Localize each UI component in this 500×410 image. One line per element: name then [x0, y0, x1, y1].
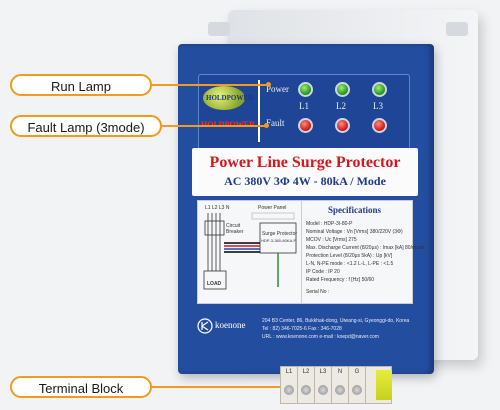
screw-icon [352, 385, 362, 395]
callout-run-lamp: Run Lamp [10, 74, 152, 96]
address-line: 204 B3 Center, 86, Bukkhak-dong, Uiwang-… [262, 318, 410, 324]
address-line: Tel : 82) 346-7025-6 Fax : 346-7028 [262, 326, 342, 332]
callout-leader [152, 84, 268, 86]
callout-leader [162, 125, 266, 127]
run-lamp-l1 [298, 82, 313, 97]
spec-row: L-N, N-PE mode : <1.2 L-L, L-PE : <1.5 [306, 261, 394, 267]
callout-fault-lamp: Fault Lamp (3mode) [10, 115, 162, 137]
terminal-cell: L1 [281, 367, 298, 403]
diagram-unit-sub: HDP-3-380-80KA-P [261, 238, 297, 243]
terminal-block: L1 L2 L3 N G [280, 366, 392, 404]
lamp-label-fault: Fault [266, 118, 285, 128]
terminal-label: N [337, 369, 343, 375]
spec-row: Serial No : [306, 289, 330, 295]
terminal-cell: G [349, 367, 366, 403]
logo-text-top: HOLDPOWER [206, 94, 254, 102]
diagram-breaker-label: Circuit Breaker [226, 223, 244, 235]
spec-row: Nominal Voltage : Vn [Vrms] 380/220V (3Φ… [306, 229, 403, 235]
spec-row: Model : HDP-3I-80-P [306, 221, 353, 227]
callout-leader-dot [264, 123, 269, 128]
terminal-cell: L3 [315, 367, 332, 403]
title-plate: Power Line Surge Protector AC 380V 3Φ 4W… [192, 148, 418, 196]
mounting-tab [208, 22, 230, 36]
callout-terminal-block: Terminal Block [10, 376, 152, 398]
run-lamp-l3 [372, 82, 387, 97]
screw-icon [301, 385, 311, 395]
callout-leader-dot [266, 82, 271, 87]
product-title: Power Line Surge Protector [209, 154, 401, 171]
screw-icon [318, 385, 328, 395]
brand-name: koenone [215, 320, 246, 330]
spec-row: Max. Discharge Current (8/20μs) : Imax [… [306, 245, 425, 251]
callout-leader [152, 386, 280, 388]
spec-row: MCOV : Uc [Vrms] 275 [306, 237, 357, 243]
terminal-label: L3 [319, 369, 327, 375]
spec-row: IP Code : IP 20 [306, 269, 340, 275]
fault-lamp-l3 [372, 118, 387, 133]
ground-terminal [376, 370, 392, 400]
lamp-label-l1: L1 [299, 101, 309, 111]
terminal-cell: N [332, 367, 349, 403]
lamp-label-l3: L3 [373, 101, 383, 111]
fault-lamp-l2 [335, 118, 350, 133]
fault-lamp-l1 [298, 118, 313, 133]
spec-heading: Specifications [328, 205, 381, 215]
lamp-divider [258, 80, 260, 142]
screw-icon [284, 385, 294, 395]
logo-text-bottom: HOLDPOWER [201, 120, 255, 129]
brand-logo-icon [197, 318, 213, 334]
lamp-label-power: Power [266, 84, 289, 94]
mounting-tab [446, 22, 468, 36]
address-line: URL : www.koenone.com e-mail : koepd@nav… [262, 334, 379, 340]
diagram-load-label: LOAD [207, 281, 222, 287]
product-rating: AC 380V 3Φ 4W - 80kA / Mode [224, 174, 386, 188]
terminal-label: L1 [285, 369, 293, 375]
diagram-unit-label: Surge Protector [262, 231, 298, 237]
diagram-lines-label: L1 L2 L3 N [205, 205, 230, 211]
holdpower-logo [203, 86, 245, 110]
diagram-panel-caption: Power Panel [258, 205, 287, 211]
run-lamp-l2 [335, 82, 350, 97]
lamp-label-l2: L2 [336, 101, 346, 111]
spec-row: Protection Level (8/20μs 5kA) : Up [kV] [306, 253, 393, 259]
screw-icon [335, 385, 345, 395]
terminal-label: L2 [302, 369, 310, 375]
terminal-label: G [354, 369, 360, 375]
terminal-cell: L2 [298, 367, 315, 403]
spec-row: Rated Frequency : f [Hz] 50/60 [306, 277, 375, 283]
spec-sheet: L1 L2 L3 N Circuit Breaker Power Panel S… [197, 200, 424, 304]
wiring-diagram [203, 201, 302, 303]
